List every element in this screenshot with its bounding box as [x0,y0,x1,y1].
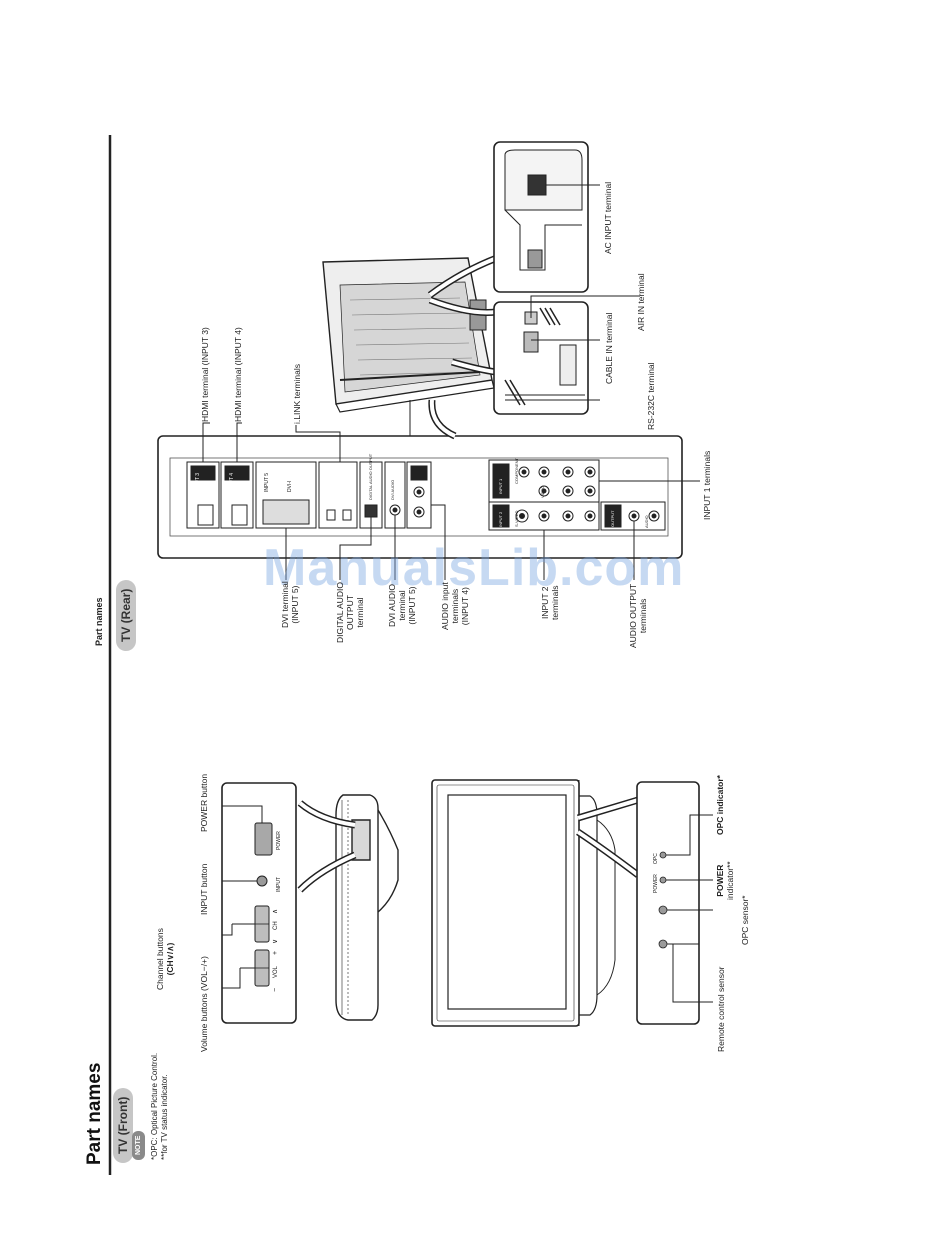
panel-audio: AUDIO [644,515,649,528]
antenna-inset [493,301,589,415]
power-button [254,822,273,856]
label-input1: INPUT 1 terminals [702,450,712,520]
watermark: ManualsLib.com [263,539,685,597]
front-section-label: TV (Front) [113,1087,133,1163]
label-digital-audio: DIGITAL AUDIO OUTPUT terminal [335,582,365,643]
label-dvi: DVI terminal (INPUT 5) [280,581,300,628]
panel-video: VIDEO [540,485,545,498]
label-hdmi4: HDMI terminal (INPUT 4) [233,327,243,422]
label-opc-indicator: OPC indicator* [715,775,725,835]
ilink-ports [318,461,358,529]
rear-section-label: TV (Rear) [116,579,136,651]
panel-ch-up: ∧ [272,908,279,914]
audio-output-ports [600,501,666,531]
label-remote-sensor: Remote control sensor [716,966,726,1052]
front-indicator-panel [636,781,700,1025]
label-ilink: i.LINK terminals [292,364,302,424]
rear-header-label: Part names [94,597,104,646]
panel-dvi-audio: DVI AUDIO [390,479,395,500]
panel-input5: INPUT 5 [264,472,270,492]
label-volume-buttons: Volume buttons (VOL−/+) [199,956,209,1052]
label-input-button: INPUT button [199,863,209,915]
remote-sensor-dot [658,939,668,949]
panel-ch-down: ∨ [272,938,279,944]
label-opc-sensor: OPC sensor* [740,895,750,945]
label-channel-buttons: Channel buttons (CH∨/∧) [155,928,175,990]
label-input2: INPUT 2 terminals [540,585,560,620]
hdmi3-port [186,461,220,529]
front-callout-band [297,800,357,893]
panel-ch: CH [273,921,279,930]
dvi-audio-port [384,461,406,529]
dvi-port [255,461,317,529]
tv-side-profile [335,794,399,1021]
panel-input: INPUT [276,877,282,892]
panel-input3: INPUT 3 [195,472,201,492]
ac-input-inset [493,141,589,293]
note-badge: NOTE [132,1130,145,1160]
tv-rear-view [322,257,495,413]
hdmi4-port [220,461,254,529]
label-power-indicator: POWER indicator** [715,861,735,900]
panel-input2: INPUT 2 [498,511,503,527]
label-dvi-audio: DVI AUDIO terminal (INPUT 5) [387,584,417,627]
panel-component: COMPONENT [514,458,519,484]
input2-ports [488,501,600,531]
note-text: *OPC: Optical Picture Control. **for TV … [150,1052,169,1160]
panel-ind-power: POWER [653,874,659,893]
panel-dvi: DVI-I [287,480,293,492]
label-audio-input: AUDIO input terminals (INPUT 4) [440,582,470,630]
panel-digital-audio-output: DIGITAL AUDIO OUTPUT [368,453,373,500]
audio-input4-ports [406,461,432,529]
label-power-button: POWER button [199,773,209,832]
panel-vol: VOL [273,965,279,978]
label-rs232c: RS-232C terminal [646,362,656,430]
front-button-panel [221,782,297,1024]
panel-vol-minus: − [272,987,279,992]
label-air-in: AIR IN terminal [636,273,646,331]
panel-input1: INPUT 1 [498,478,503,494]
panel-s-video: S-VIDEO [514,510,519,527]
label-ac-input: AC INPUT terminal [603,181,613,254]
label-cable-in: CABLE IN terminal [604,312,614,384]
label-audio-output: AUDIO OUTPUT terminals [628,583,648,648]
panel-input4: INPUT 4 [229,472,235,492]
panel-ind-opc: OPC [653,853,659,864]
label-hdmi3: HDMI terminal (INPUT 3) [200,327,210,422]
panel-power: POWER [276,831,282,850]
input-button [256,875,268,887]
opc-sensor-dot [658,905,668,915]
panel-vol-plus: + [272,950,279,955]
panel-output: OUTPUT [610,510,615,527]
page-title: Part names [84,1062,105,1165]
